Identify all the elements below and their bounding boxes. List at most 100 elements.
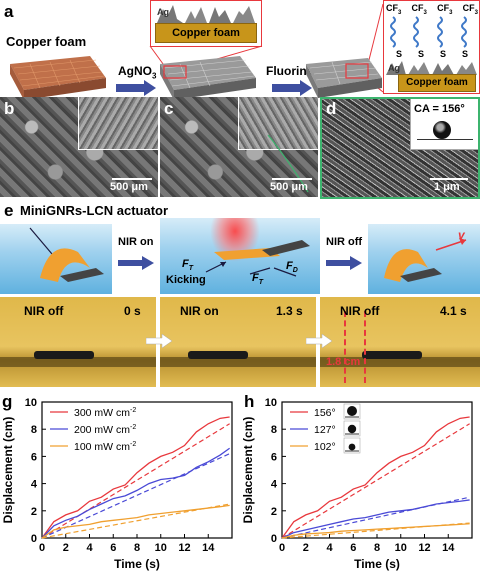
droplet-icon bbox=[347, 424, 357, 434]
actuator-curled-icon bbox=[29, 227, 104, 282]
sem-image-d: CA = 156° bbox=[320, 97, 480, 199]
ag-spikes-icon bbox=[386, 61, 477, 75]
panel-letter-h: h bbox=[244, 392, 255, 411]
panel-letter-b: b bbox=[4, 99, 15, 118]
legend-label-2: 200 mW cm-2 bbox=[74, 424, 136, 436]
x-tick-label: 0 bbox=[279, 542, 285, 554]
s-label-4: S bbox=[461, 49, 468, 59]
video-frame-1 bbox=[0, 297, 156, 387]
x-tick-label: 8 bbox=[134, 542, 140, 554]
y-tick-label: 6 bbox=[31, 451, 37, 463]
copper-foam-block bbox=[10, 56, 106, 100]
panel-letter-a: a bbox=[4, 2, 14, 21]
sem-inset-c bbox=[238, 97, 318, 150]
series-line-1 bbox=[41, 416, 230, 539]
droplet-icon bbox=[348, 443, 356, 451]
scale-bar-b bbox=[112, 178, 152, 180]
arrow-right-icon bbox=[116, 80, 156, 96]
kicking-label: Kicking bbox=[166, 274, 206, 286]
y-tick-label: 4 bbox=[31, 479, 38, 491]
contact-angle-inset: CA = 156° bbox=[410, 99, 478, 150]
arrow-right-icon bbox=[146, 334, 172, 348]
legend-label-3: 100 mW cm-2 bbox=[74, 441, 136, 453]
water-scene-2: FT Kicking FT FD bbox=[160, 218, 320, 294]
droplet-icon bbox=[433, 121, 451, 139]
x-tick-label: 2 bbox=[63, 542, 69, 554]
cf3-label-4: CF3 bbox=[462, 3, 478, 16]
distance-label: 1.8 cm bbox=[326, 356, 361, 368]
water-scene-3: v bbox=[368, 224, 480, 294]
x-tick-label: 14 bbox=[442, 542, 455, 554]
s-label-2: S bbox=[417, 49, 424, 59]
inset1-label: Copper foam bbox=[172, 27, 240, 39]
inset1-copper-bar: Copper foam bbox=[155, 23, 257, 43]
fit-line-3 bbox=[281, 522, 470, 539]
legend-label-2: 127° bbox=[314, 424, 336, 436]
y-axis-label: Displacement (cm) bbox=[241, 417, 255, 524]
copper-foam-label: Copper foam bbox=[6, 34, 87, 49]
inset2-ag: Ag bbox=[388, 63, 400, 73]
agno3-label: AgNO3 bbox=[118, 64, 157, 81]
scale-bar-d bbox=[430, 178, 468, 180]
inset1-ag: Ag bbox=[157, 7, 169, 17]
contact-angle-label: CA = 156° bbox=[414, 103, 465, 115]
water-scene-1 bbox=[0, 224, 112, 294]
panel-letter-e: e bbox=[4, 201, 14, 220]
y-tick-label: 8 bbox=[31, 424, 37, 436]
legend-label-1: 156° bbox=[314, 407, 336, 419]
cf3-label-1: CF3 bbox=[386, 3, 402, 16]
inset-ag-copper: Ag Copper foam bbox=[150, 0, 262, 47]
y-axis-label: Displacement (cm) bbox=[1, 417, 15, 524]
cf3-label-2: CF3 bbox=[411, 3, 427, 16]
video-frame-3 bbox=[320, 297, 480, 387]
actuator-moving-icon bbox=[384, 238, 467, 282]
arrow-right-icon bbox=[326, 256, 362, 270]
sem-image-b bbox=[0, 97, 158, 197]
x-tick-label: 6 bbox=[350, 542, 356, 554]
panel-letter-g: g bbox=[2, 392, 13, 411]
fit-line-2 bbox=[281, 496, 470, 539]
x-tick-label: 4 bbox=[326, 542, 333, 554]
x-tick-label: 10 bbox=[395, 542, 407, 554]
arrow-right-icon bbox=[306, 334, 332, 348]
scale-bar-c bbox=[272, 178, 312, 180]
frame2-state: NIR on bbox=[180, 304, 219, 318]
frame1-time: 0 s bbox=[124, 304, 141, 318]
legend-label-3: 102° bbox=[314, 441, 336, 453]
actuator-kicking-icon bbox=[205, 240, 310, 277]
y-tick-label: 4 bbox=[271, 479, 278, 491]
y-tick-label: 2 bbox=[31, 506, 37, 518]
series-line-1 bbox=[281, 416, 470, 539]
fluorinated-foam-block bbox=[306, 58, 382, 98]
frame2-time: 1.3 s bbox=[276, 304, 303, 318]
inset2-label: Copper foam bbox=[406, 77, 468, 88]
y-tick-label: 0 bbox=[31, 533, 37, 545]
y-tick-label: 6 bbox=[271, 451, 277, 463]
nir-off-label: NIR off bbox=[326, 236, 363, 248]
x-axis-label: Time (s) bbox=[354, 557, 400, 571]
series-line-2 bbox=[41, 447, 231, 539]
scale-label-d: 1 μm bbox=[434, 181, 460, 193]
scale-label-c: 500 μm bbox=[270, 181, 308, 193]
x-tick-label: 6 bbox=[110, 542, 116, 554]
silver-foam-block bbox=[160, 56, 256, 100]
inset2-copper-bar: Copper foam bbox=[398, 74, 476, 92]
fit-line-2 bbox=[41, 453, 230, 539]
frame3-time: 4.1 s bbox=[440, 304, 467, 318]
actuator-label: MiniGNRs-LCN actuator bbox=[20, 203, 169, 218]
arrow-right-icon bbox=[272, 80, 312, 96]
legend-label-1: 300 mW cm-2 bbox=[74, 407, 136, 419]
x-tick-label: 4 bbox=[86, 542, 93, 554]
y-tick-label: 0 bbox=[271, 533, 277, 545]
sem-inset-b bbox=[78, 97, 158, 150]
inset-fluorinated: CF3 CF3 CF3 CF3 S S S S Ag Copper foam bbox=[383, 0, 480, 94]
scale-label-b: 500 μm bbox=[110, 181, 148, 193]
y-tick-label: 2 bbox=[271, 506, 277, 518]
video-frame-2 bbox=[160, 297, 316, 387]
x-tick-label: 12 bbox=[418, 542, 430, 554]
fd-label: FD bbox=[286, 260, 298, 275]
x-tick-label: 2 bbox=[303, 542, 309, 554]
y-tick-label: 8 bbox=[271, 424, 277, 436]
